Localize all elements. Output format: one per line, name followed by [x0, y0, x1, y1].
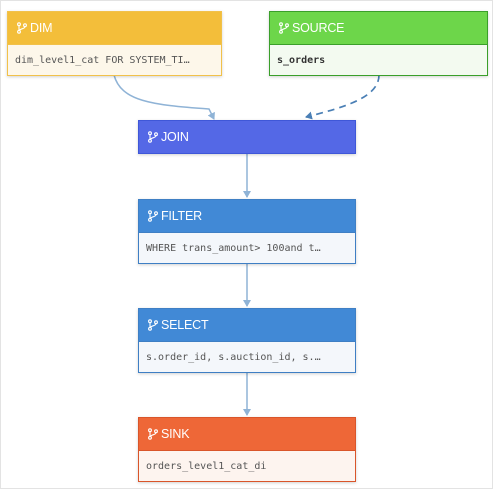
node-dim-title: DIM	[30, 21, 53, 35]
node-sink-header: SINK	[139, 418, 355, 450]
node-join[interactable]: JOIN	[138, 120, 356, 154]
node-filter[interactable]: FILTER WHERE trans_amount> 100and t…	[138, 199, 356, 264]
node-select[interactable]: SELECT s.order_id, s.auction_id, s.…	[138, 308, 356, 373]
node-select-detail: s.order_id, s.auction_id, s.…	[139, 341, 355, 372]
node-sink-title: SINK	[161, 427, 190, 441]
node-source[interactable]: SOURCE s_orders	[269, 11, 488, 76]
node-source-header: SOURCE	[270, 12, 487, 44]
node-dim[interactable]: DIM dim_level1_cat FOR SYSTEM_TI…	[7, 11, 222, 76]
node-select-header: SELECT	[139, 309, 355, 341]
branch-icon	[148, 319, 158, 331]
node-filter-detail: WHERE trans_amount> 100and t…	[139, 232, 355, 263]
node-filter-title: FILTER	[161, 209, 202, 223]
node-source-title: SOURCE	[292, 21, 345, 35]
branch-icon	[279, 22, 289, 34]
edge-dim-join	[113, 74, 215, 120]
node-source-detail: s_orders	[270, 44, 487, 75]
node-join-header: JOIN	[139, 121, 355, 153]
branch-icon	[17, 22, 27, 34]
node-dim-header: DIM	[8, 12, 221, 44]
node-dim-detail: dim_level1_cat FOR SYSTEM_TI…	[8, 44, 221, 75]
branch-icon	[148, 210, 158, 222]
node-select-title: SELECT	[161, 318, 209, 332]
branch-icon	[148, 131, 158, 143]
node-sink[interactable]: SINK orders_level1_cat_di	[138, 417, 356, 482]
node-join-title: JOIN	[161, 130, 189, 144]
branch-icon	[148, 428, 158, 440]
node-sink-detail: orders_level1_cat_di	[139, 450, 355, 481]
node-filter-header: FILTER	[139, 200, 355, 232]
edge-source-join	[305, 74, 380, 120]
